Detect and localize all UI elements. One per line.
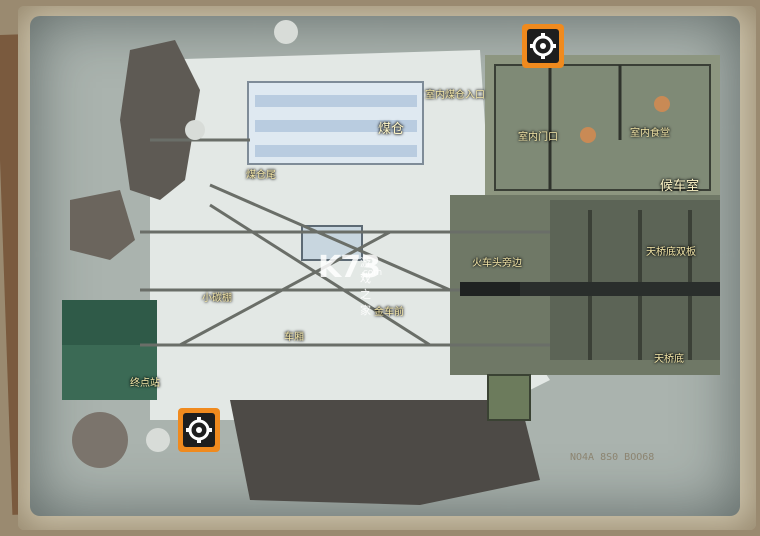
- station-building-inner: [494, 64, 711, 191]
- label-coal-warehouse: 煤仓: [378, 122, 405, 137]
- terminal-building-roof: [62, 345, 157, 400]
- label-indoor-door: 室内门口: [518, 132, 558, 143]
- rock-bottom-left: [72, 412, 128, 468]
- tree: [274, 20, 298, 44]
- watermark-site-name: 游戏之家: [360, 256, 371, 317]
- coal-warehouse-stripe: [255, 145, 417, 157]
- guard-hut: [487, 374, 531, 421]
- top-gear-marker[interactable]: [520, 22, 566, 72]
- label-coal-storage-entrance: 室内煤仓入口: [425, 90, 485, 101]
- tree: [185, 120, 205, 140]
- bottom-gear-marker[interactable]: [176, 406, 222, 456]
- coal-warehouse-stripe: [255, 95, 417, 107]
- watermark-logo: K73: [318, 250, 381, 285]
- label-indoor-canteen: 室内食堂: [630, 128, 670, 139]
- canteen-table: [654, 96, 670, 112]
- label-bridge-bottom-double-plate: 天桥底双板: [646, 247, 696, 258]
- label-small-shed: 小碳棚: [202, 293, 232, 304]
- label-carriage: 车厢: [284, 332, 304, 343]
- coal-warehouse-stripe: [255, 120, 417, 132]
- label-terminal-station: 终点站: [130, 378, 160, 389]
- locomotive: [460, 282, 520, 296]
- label-beside-locomotive: 火车头旁边: [472, 258, 522, 269]
- rock-cliff-left: [120, 40, 200, 200]
- tree: [146, 428, 170, 452]
- label-before-golden-car: 金车前: [374, 307, 404, 318]
- paper-scribble: NO4A 8S0 BOO68: [570, 452, 654, 463]
- label-waiting-room: 候车室: [660, 179, 700, 194]
- watermark: K73 游戏之家 .com: [318, 250, 383, 317]
- gear-icon: [178, 408, 220, 452]
- platform-strip: [550, 200, 720, 360]
- rock-cliff-left-2: [70, 190, 135, 260]
- label-bridge-bottom: 天桥底: [654, 354, 684, 365]
- label-coal-warehouse-tail: 煤仓尾: [246, 170, 276, 181]
- canteen-table: [580, 127, 596, 143]
- rock-area-bottom: [230, 400, 540, 505]
- train-cars: [520, 282, 720, 296]
- watermark-url: .com: [360, 268, 383, 278]
- gear-icon: [522, 24, 564, 68]
